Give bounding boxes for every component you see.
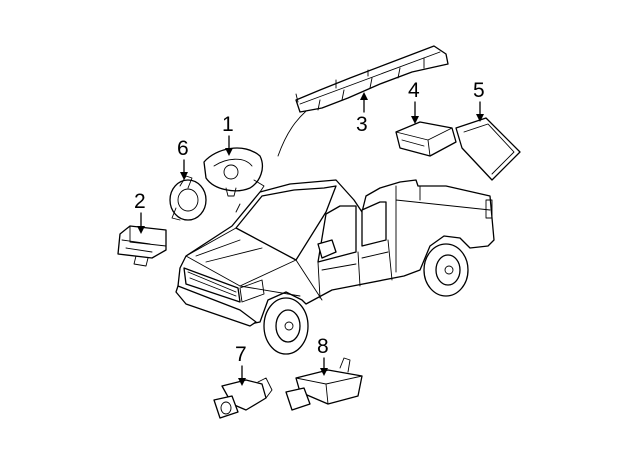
callout-5: 5 [473,79,485,122]
part-7-impact-sensor [213,377,273,419]
part-1-driver-airbag-module [203,147,265,197]
callout-4: 4 [408,79,420,124]
callout-6: 6 [177,137,189,180]
callout-1: 1 [222,113,234,156]
pickup-truck [175,179,495,355]
svg-text:8: 8 [317,335,329,358]
callout-7: 7 [235,343,247,386]
part-4-airbag-control-module [395,121,457,157]
callout-2: 2 [134,190,146,234]
part-6-clockspring [169,175,207,221]
svg-text:3: 3 [356,113,368,136]
svg-text:4: 4 [408,79,420,102]
part-5-module-cover [455,117,521,181]
svg-text:7: 7 [235,343,247,366]
svg-text:1: 1 [222,113,234,136]
callout-3: 3 [356,92,368,136]
svg-text:5: 5 [473,79,485,102]
svg-text:2: 2 [134,190,146,213]
part-2-occupant-sensor [117,225,167,267]
part-3-curtain-airbag [277,45,449,157]
svg-text:6: 6 [177,137,189,160]
part-8-side-impact-sensor [285,357,363,411]
callout-8: 8 [317,335,329,376]
